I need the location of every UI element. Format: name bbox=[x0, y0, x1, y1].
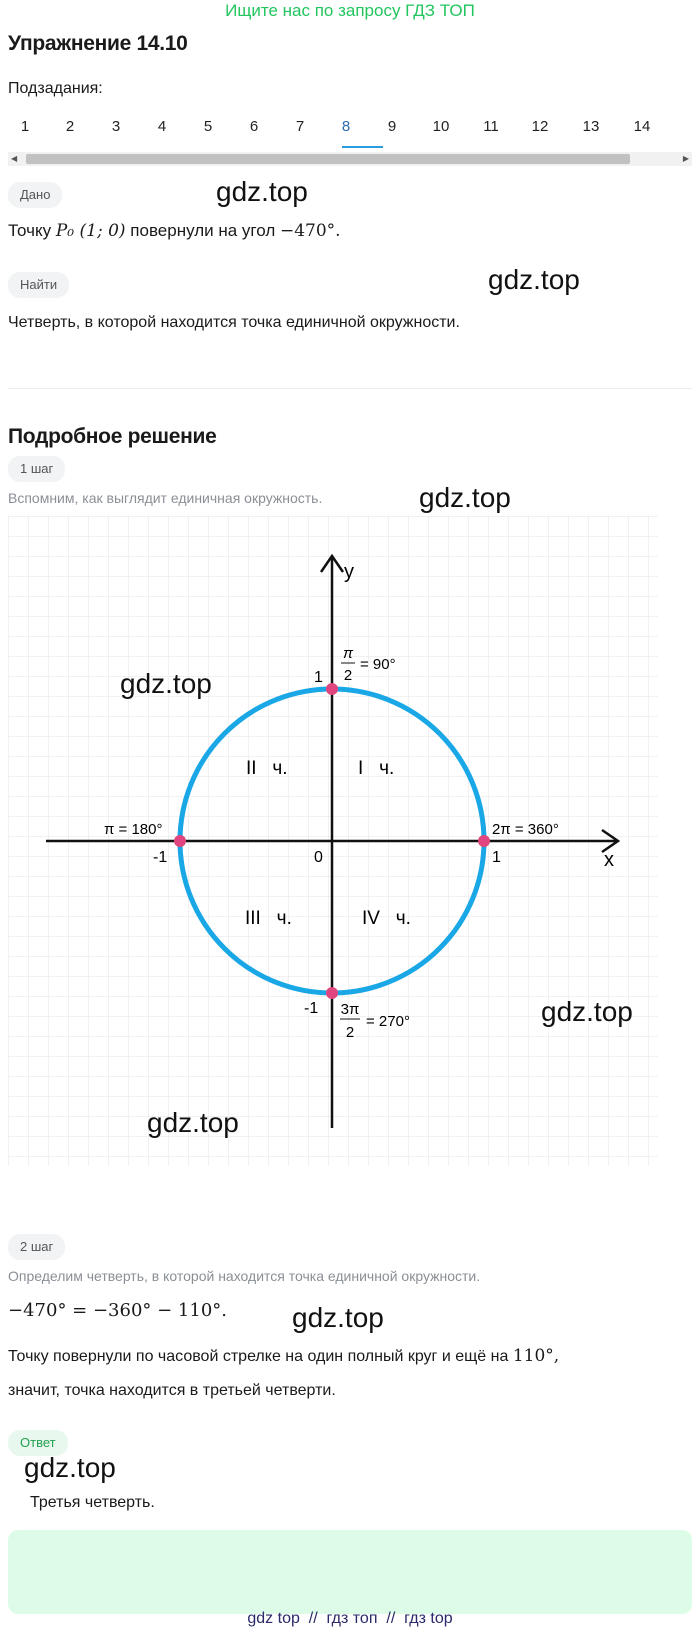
y-one-label: 1 bbox=[314, 669, 323, 686]
given-text: Точку P₀ (1; 0) повернули на угол −470°. bbox=[8, 221, 341, 241]
step2-equation: −470° = −360° − 110°. bbox=[8, 1300, 228, 1321]
watermark: gdz.top bbox=[216, 176, 308, 207]
y-axis-arrow-icon bbox=[319, 553, 345, 573]
tabs-scrollbar[interactable]: ◀ ▶ bbox=[8, 152, 692, 166]
find-text: Четверть, в которой находится точка един… bbox=[8, 314, 460, 331]
subtasks-label: Подзадания: bbox=[8, 80, 103, 97]
page-title: Упражнение 14.10 bbox=[8, 32, 188, 55]
tab-3[interactable]: 3 bbox=[111, 118, 121, 135]
tab-2[interactable]: 2 bbox=[65, 118, 75, 135]
answer-box bbox=[8, 1530, 692, 1614]
tab-12[interactable]: 12 bbox=[531, 118, 549, 135]
tab-1[interactable]: 1 bbox=[20, 118, 30, 135]
tab-13[interactable]: 13 bbox=[582, 118, 600, 135]
tab-7[interactable]: 7 bbox=[295, 118, 305, 135]
watermark: gdz.top bbox=[292, 1302, 384, 1333]
quadrant-4-label: IV ч. bbox=[362, 908, 411, 929]
given-badge: Дано bbox=[8, 182, 63, 208]
angle-90-numerator: π bbox=[343, 645, 354, 662]
scroll-left-arrow-icon[interactable]: ◀ bbox=[11, 154, 18, 163]
angle-270-denominator: 2 bbox=[346, 1024, 354, 1041]
watermark: gdz.top bbox=[24, 1452, 116, 1483]
step2-badge: 2 шаг bbox=[8, 1234, 66, 1260]
step1-badge: 1 шаг bbox=[8, 456, 66, 482]
quadrant-2-label: II ч. bbox=[246, 758, 288, 779]
x-one-label: 1 bbox=[492, 849, 501, 866]
solution-title: Подробное решение bbox=[8, 425, 217, 448]
tab-5[interactable]: 5 bbox=[203, 118, 213, 135]
quadrant-3-label: III ч. bbox=[245, 908, 292, 929]
angle-270-value: = 270° bbox=[366, 1013, 410, 1030]
scroll-right-arrow-icon[interactable]: ▶ bbox=[682, 154, 689, 163]
answer-badge: Ответ bbox=[8, 1430, 68, 1456]
footer-links[interactable]: gdz top // гдз топ // гдз top bbox=[247, 1610, 453, 1627]
point-180 bbox=[174, 835, 186, 847]
watermark: gdz.top bbox=[541, 996, 633, 1027]
watermark: gdz.top bbox=[120, 668, 212, 699]
y-minus-one-label: -1 bbox=[304, 1000, 318, 1017]
tab-10[interactable]: 10 bbox=[432, 118, 450, 135]
x-minus-one-label: -1 bbox=[153, 849, 167, 866]
origin-label: 0 bbox=[314, 849, 323, 866]
angle-360-label: 2π = 360° bbox=[492, 821, 559, 838]
tab-6[interactable]: 6 bbox=[249, 118, 259, 135]
tab-9[interactable]: 9 bbox=[387, 118, 397, 135]
point-360 bbox=[478, 835, 490, 847]
answer-text: Третья четверть. bbox=[30, 1494, 155, 1511]
point-90 bbox=[326, 683, 338, 695]
find-badge: Найти bbox=[8, 272, 70, 298]
watermark: gdz.top bbox=[419, 482, 511, 513]
tab-14[interactable]: 14 bbox=[633, 118, 651, 135]
quadrant-1-label: I ч. bbox=[358, 758, 394, 779]
point-270 bbox=[326, 987, 338, 999]
angle-90-value: = 90° bbox=[360, 656, 396, 673]
watermark: gdz.top bbox=[488, 264, 580, 295]
angle-180-label: π = 180° bbox=[104, 821, 162, 838]
tab-4[interactable]: 4 bbox=[157, 118, 167, 135]
step1-text: Вспомним, как выглядит единичная окружно… bbox=[8, 490, 323, 506]
x-axis-arrow-icon bbox=[601, 828, 621, 854]
angle-90-denominator: 2 bbox=[344, 667, 352, 684]
section-divider bbox=[8, 388, 692, 389]
y-axis-label: y bbox=[344, 561, 354, 583]
unit-circle-diagram: y x 0 1 -1 1 -1 I ч. II ч. III ч. IV ч. … bbox=[8, 516, 658, 1166]
active-tab-indicator bbox=[342, 146, 383, 148]
angle-270-numerator: 3π bbox=[341, 1001, 360, 1018]
tab-11[interactable]: 11 bbox=[483, 118, 499, 135]
top-banner-link[interactable]: Ищите нас по запросу ГДЗ ТОП bbox=[225, 1, 475, 20]
step2-text: Определим четверть, в которой находится … bbox=[8, 1268, 481, 1284]
step2-explanation-line1: Точку повернули по часовой стрелке на од… bbox=[8, 1346, 560, 1366]
watermark: gdz.top bbox=[147, 1107, 239, 1138]
step2-explanation-line2: значит, точка находится в третьей четвер… bbox=[8, 1382, 336, 1399]
scrollbar-thumb[interactable] bbox=[26, 154, 630, 164]
x-axis-label: x bbox=[604, 849, 614, 871]
tab-8[interactable]: 8 bbox=[341, 118, 351, 135]
